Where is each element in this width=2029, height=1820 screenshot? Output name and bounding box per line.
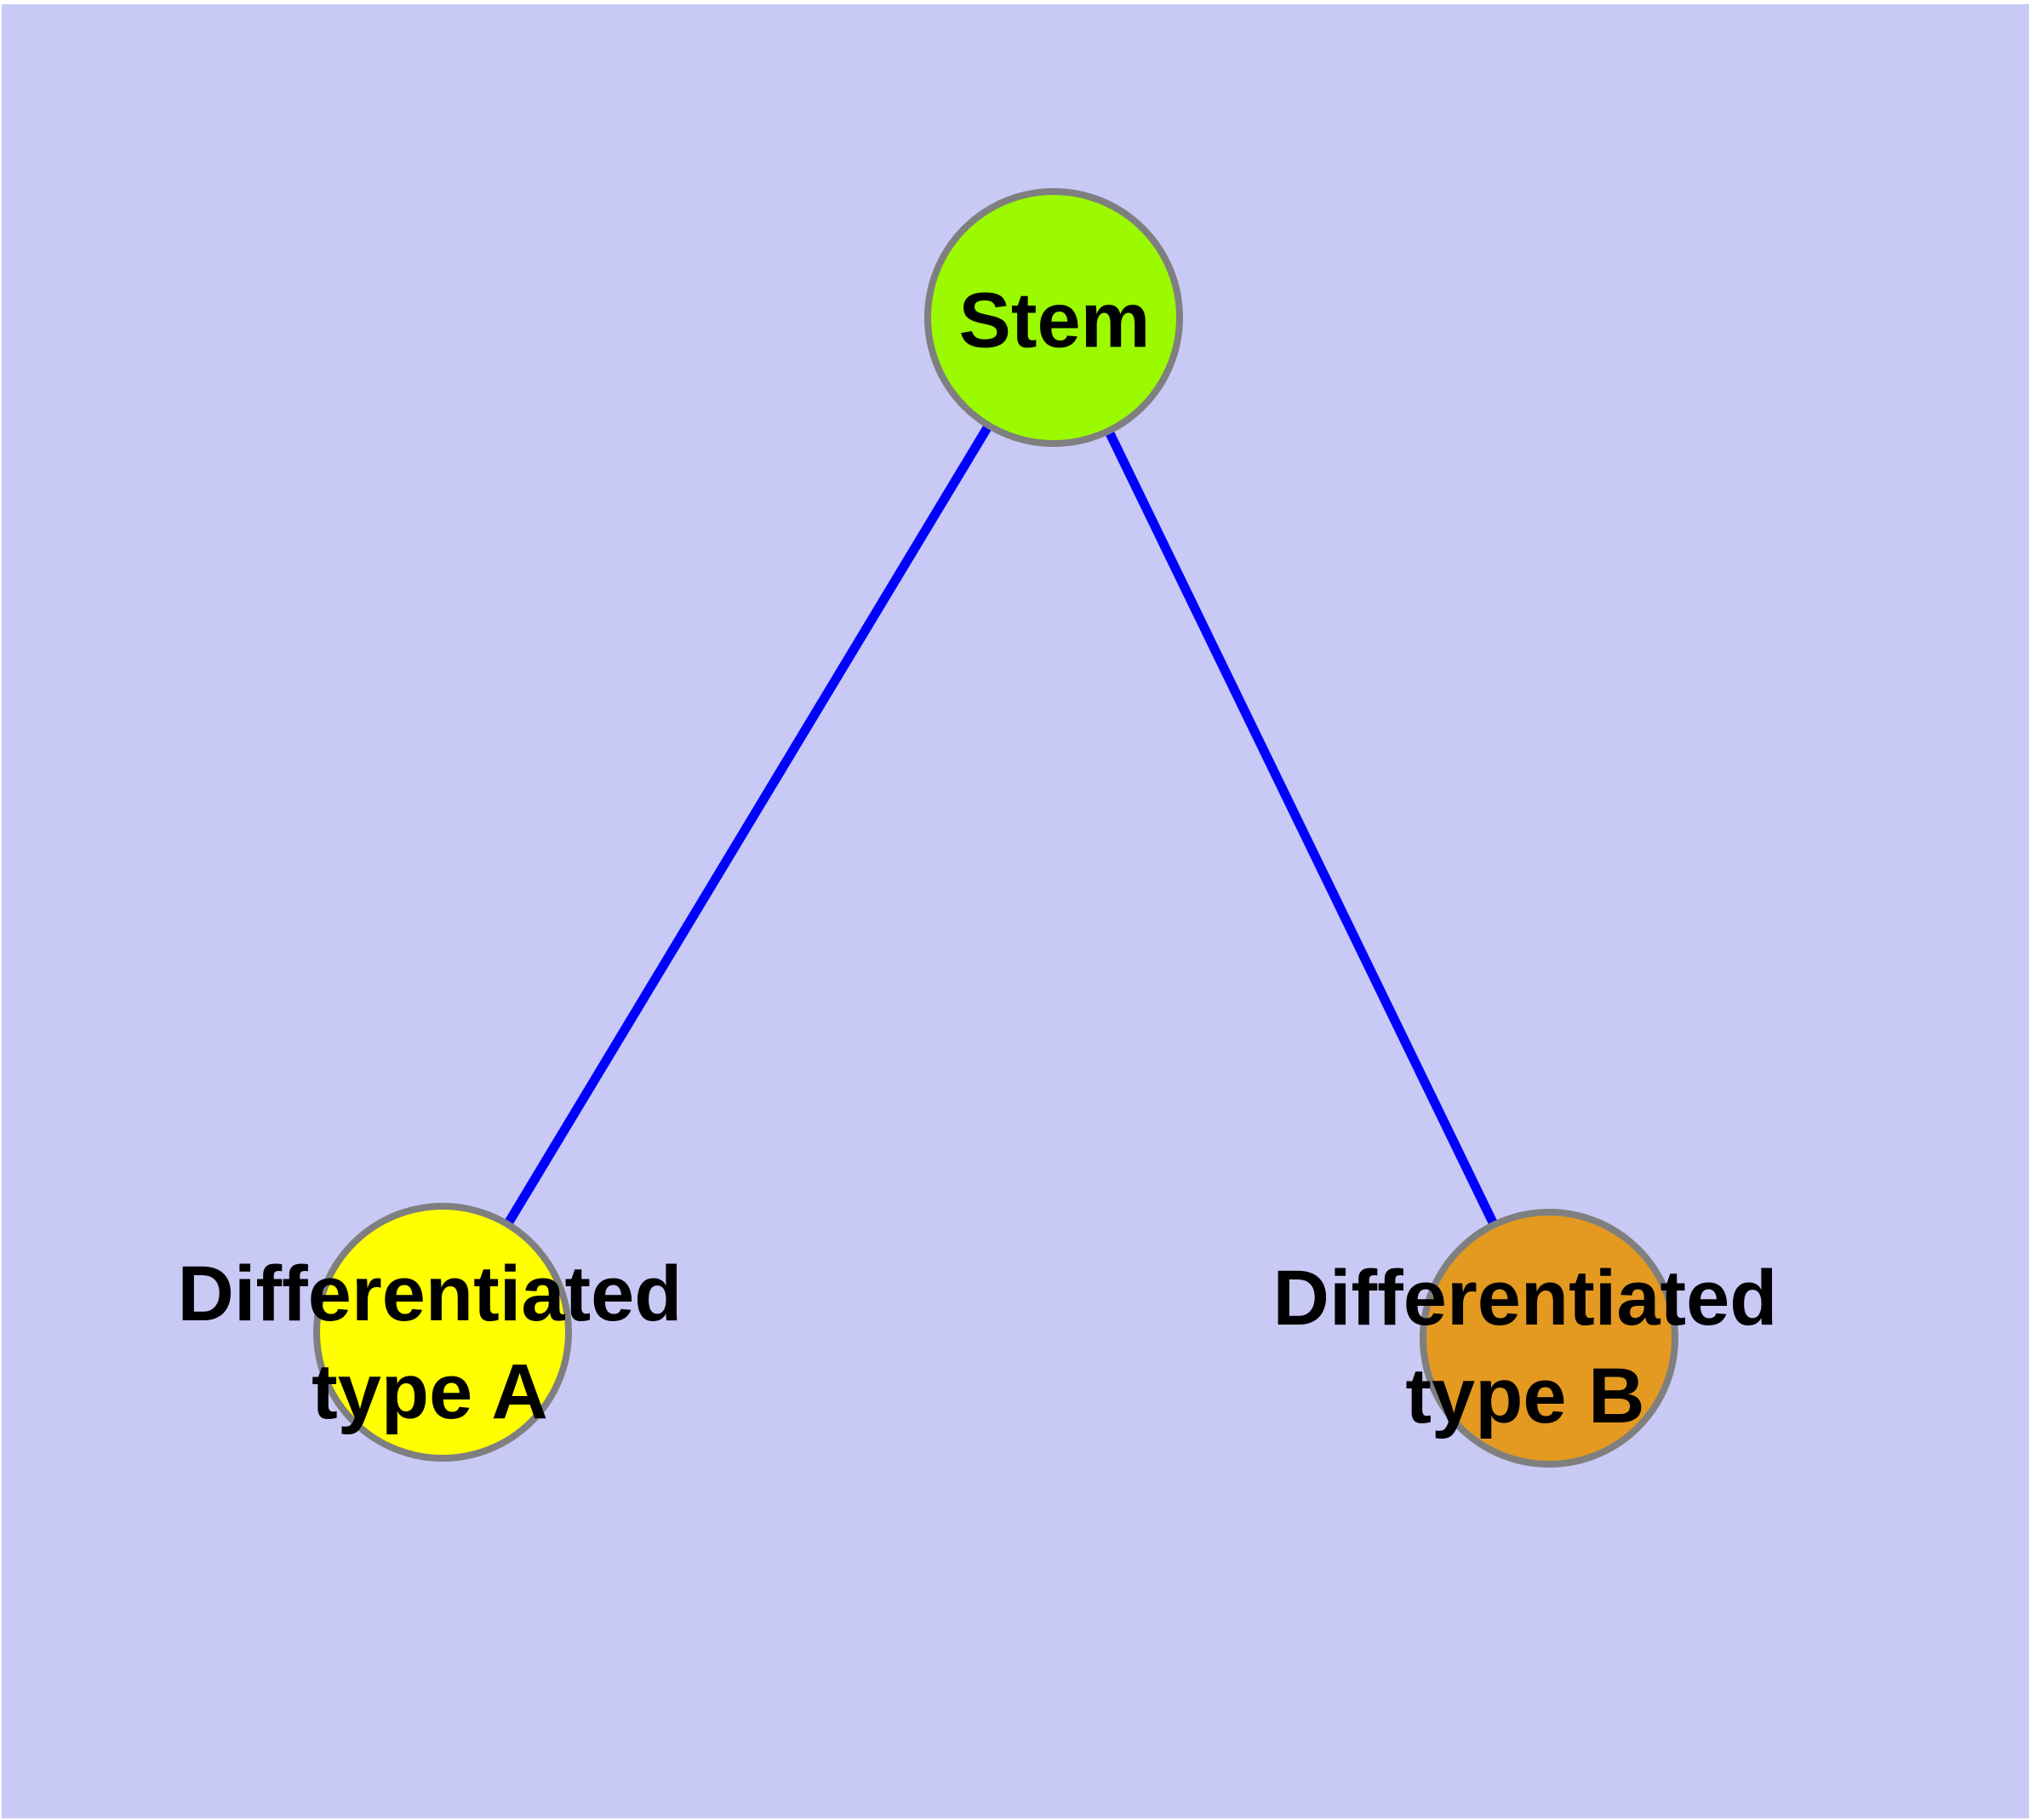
edge-stem-to-type-b (1049, 312, 1554, 1343)
graph-svg (2, 4, 2029, 1818)
node-differentiated-type-b (1420, 1209, 1678, 1468)
node-differentiated-type-a (313, 1203, 572, 1462)
node-stem (924, 188, 1183, 447)
edge-stem-to-type-a (437, 312, 1059, 1337)
diagram-canvas: Stem Differentiated type A Differentiate… (2, 4, 2029, 1818)
